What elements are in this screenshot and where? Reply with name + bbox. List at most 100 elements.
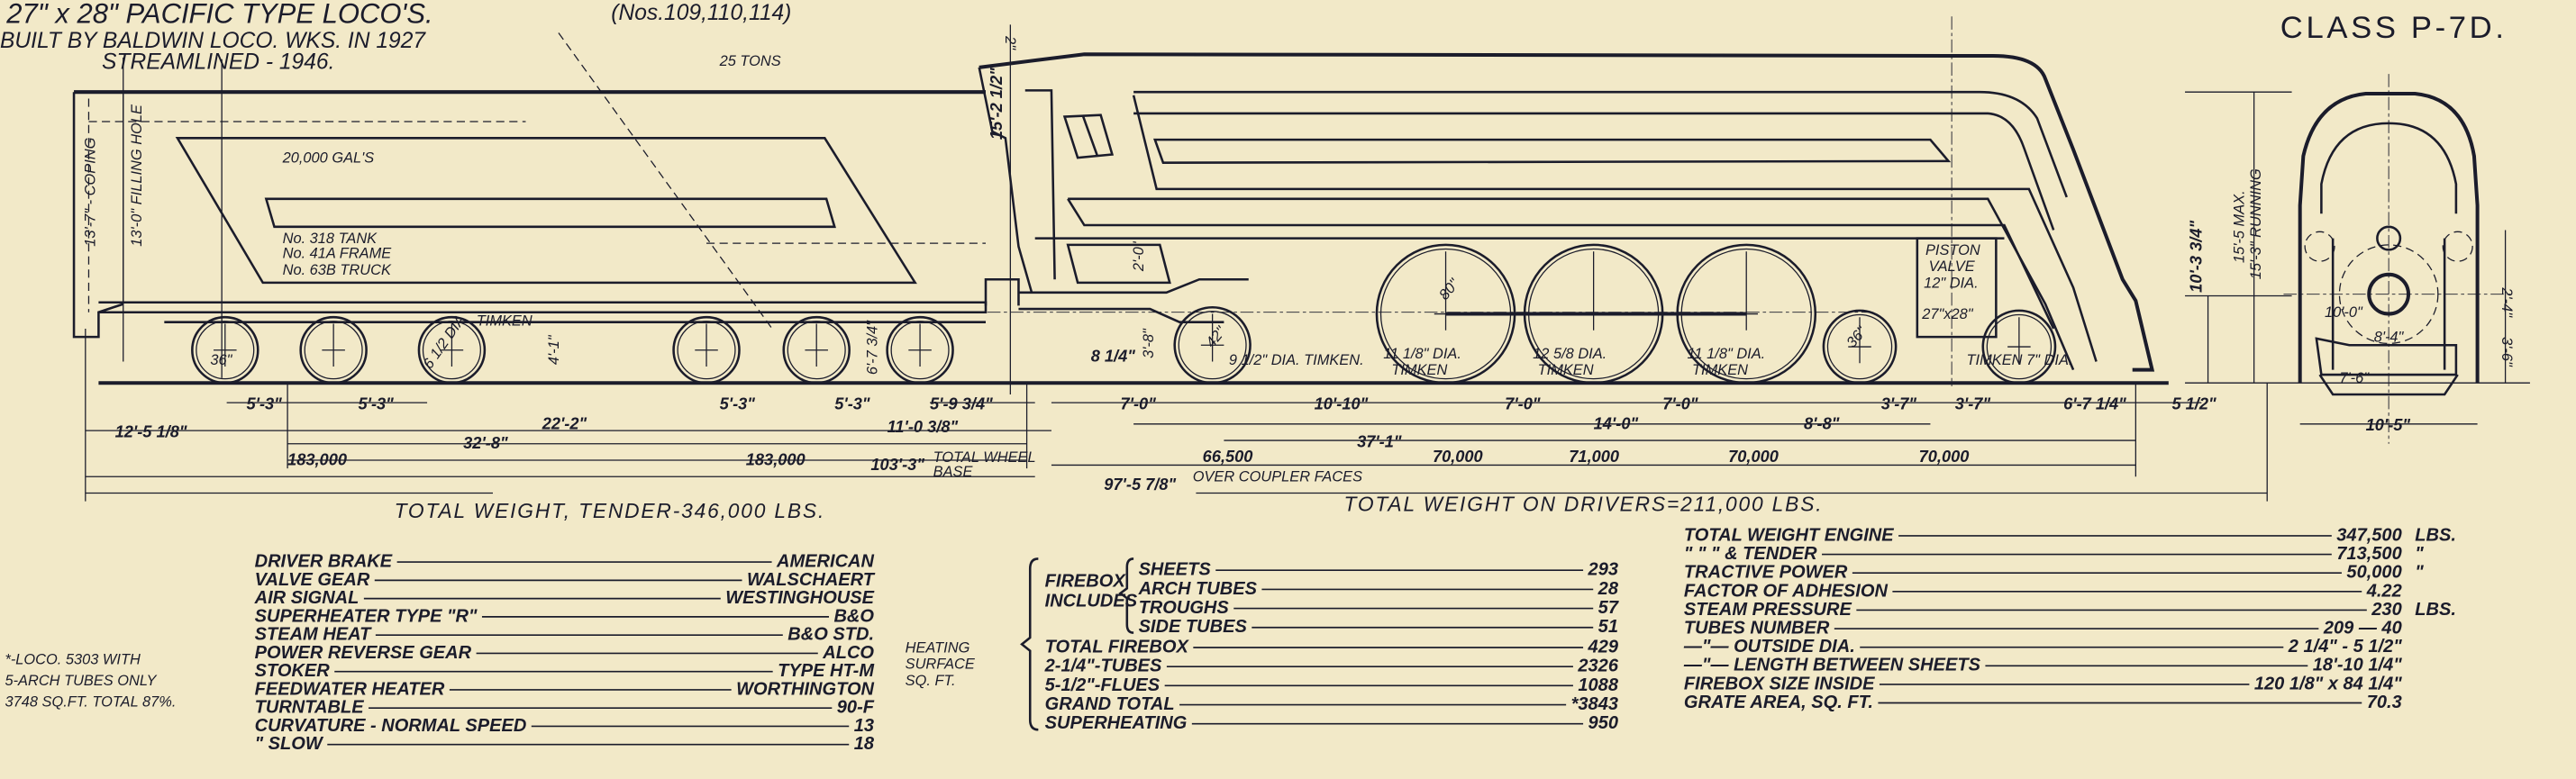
performance-row-label: STEAM PRESSURE: [1684, 600, 1852, 620]
performance-row-label: FACTOR OF ADHESION: [1684, 581, 1889, 601]
appliance-row-value: TYPE HT-M: [778, 661, 875, 681]
firebox-row-value: 57: [1598, 598, 1619, 618]
appliance-row-label: CURVATURE - NORMAL SPEED: [255, 716, 527, 736]
performance-row-unit: LBS.: [2415, 525, 2456, 545]
tender-height-1: 4'-1": [546, 334, 562, 365]
performance-row-label: —"— OUTSIDE DIA.: [1683, 637, 1855, 657]
driver-3-bearing: TIMKEN: [1692, 362, 1748, 378]
heating-title-3: SQ. FT.: [906, 673, 956, 689]
appliance-row-value: 13: [854, 716, 874, 736]
dimension-leaders: [85, 402, 2268, 494]
weight-driver-2: 71,000: [1569, 447, 1619, 466]
performance-row-value: 347,500: [2336, 525, 2401, 545]
appliance-row-label: VALVE GEAR: [255, 570, 370, 590]
top-offset: 2": [1002, 35, 1018, 50]
performance-row-label: FIREBOX SIZE INSIDE: [1684, 674, 1875, 693]
dim-engine-tender-gap: 11'-0 3/8": [887, 417, 959, 436]
tender-wheel-3-axle-mark: [440, 323, 464, 367]
trailing-wheel-size: 42": [1203, 323, 1230, 351]
weight-driver-1: 70,000: [1433, 447, 1483, 466]
frame-number: No. 41A FRAME: [283, 246, 393, 262]
heating-title-2: SURFACE: [906, 657, 976, 673]
dimension-extension-lines: [85, 328, 2268, 502]
coal-capacity: 25 TONS: [719, 53, 781, 69]
performance-row-value: 209 — 40: [2323, 618, 2402, 638]
appliance-row: DRIVER BRAKE AMERICAN: [255, 552, 875, 572]
water-capacity: 20,000 GAL'S: [282, 150, 375, 167]
total-wheelbase-label-1: TOTAL WHEEL: [933, 449, 1036, 466]
tender-wheel-5-rim: [787, 321, 846, 380]
trailing-height: 3'-8": [1141, 328, 1157, 358]
firebox-row: TROUGHS 57: [1139, 598, 1619, 618]
appliance-row-label: STEAM HEAT: [255, 625, 373, 645]
heating-row-value: 950: [1588, 713, 1618, 733]
right-cylinder: [2442, 231, 2473, 262]
performance-row-label: TRACTIVE POWER: [1684, 563, 1848, 583]
trailing-frame: [1018, 277, 1249, 323]
cab-height: 15'-2 1/2": [987, 68, 1006, 140]
tender-wheel-size: 36": [210, 352, 232, 368]
title-block: 27" x 28" PACIFIC TYPE LOCO'S. (Nos.109,…: [0, 0, 2504, 75]
firebox-row-label: TROUGHS: [1139, 598, 1230, 618]
trailing-truck-wheel-rim: [1178, 311, 1247, 380]
footnote: *-LOCO. 5303 WITH 5-ARCH TUBES ONLY 3748…: [5, 651, 176, 710]
tank-number: No. 318 TANK: [283, 231, 378, 247]
cab-rear: [978, 67, 1033, 294]
heating-row: GRAND TOTAL*3843: [1045, 694, 1618, 714]
heating-title-1: HEATING: [906, 639, 970, 656]
appliance-row-value: AMERICAN: [776, 552, 875, 572]
performance-row-unit: LBS.: [2415, 600, 2456, 620]
appliance-row-value: ALCO: [822, 643, 874, 663]
locomotive-wheels: [1173, 243, 2057, 385]
tender-coal-slope-line: [558, 32, 773, 330]
pilot-body: [2315, 337, 2458, 376]
end-view-outline: [2298, 92, 2480, 384]
skirt-bottom: [1067, 198, 2055, 330]
appliance-row-value: WORTHINGTON: [736, 679, 874, 699]
trailing-truck-panel: [1066, 243, 1171, 285]
driver-size: 80": [1436, 276, 1463, 303]
firebox-row-value: 51: [1598, 617, 1618, 637]
firebox-includes-1: FIREBOX: [1045, 571, 1127, 591]
tender-wheel-1-axle-mark: [214, 323, 237, 367]
tender-weight-1: 183,000: [287, 449, 347, 468]
driver-3-dia: 11 1/8" DIA.: [1688, 346, 1766, 362]
tender-rear-end: [72, 92, 124, 339]
builder-line: BUILT BY BALDWIN LOCO. WKS. IN 1927: [0, 29, 426, 53]
dimension-lines: 5'-3" 5'-3" 5'-3" 5'-3" 5'-9 3/4" 12'-5 …: [85, 328, 2268, 522]
firebox-brace: [1118, 557, 1134, 634]
total-wheelbase-label-2: BASE: [933, 464, 974, 480]
performance-row-value: 70.3: [2367, 693, 2402, 712]
appliance-row-label: DRIVER BRAKE: [255, 552, 393, 572]
performance-row: —"— OUTSIDE DIA.2 1/4" - 5 1/2": [1683, 637, 2402, 657]
dim-trailing-0: 7'-0": [1121, 394, 1157, 412]
low-dimension-1: 2'-4": [2499, 286, 2515, 318]
tender-wheels: [191, 315, 954, 385]
end-view-coupler: [2376, 225, 2402, 251]
appliance-row-value: B&O STD.: [787, 625, 874, 645]
appliance-row-value: 90-F: [837, 698, 875, 718]
drawbar: [984, 277, 1020, 306]
piston-valve-label-1: PISTON: [1925, 242, 1980, 258]
weight-driver-3: 70,000: [1728, 447, 1779, 466]
heating-row-value: 2326: [1577, 657, 1618, 676]
performance-row-value: 713,500: [2336, 544, 2401, 564]
headlight-height: 10'-0": [2325, 304, 2363, 321]
dim-driver-spacing-2: 7'-0": [1662, 394, 1698, 412]
engine-truck-wheel-2-axle-mark: [2007, 317, 2031, 364]
dim-tender-truck-centers: 22'-2": [542, 413, 587, 432]
performance-row-label: GRATE AREA, SQ. FT.: [1684, 693, 1873, 712]
tender-drawing: 25 TONS 20,000 GAL'S No. 318 TANK No. 41…: [72, 32, 988, 385]
